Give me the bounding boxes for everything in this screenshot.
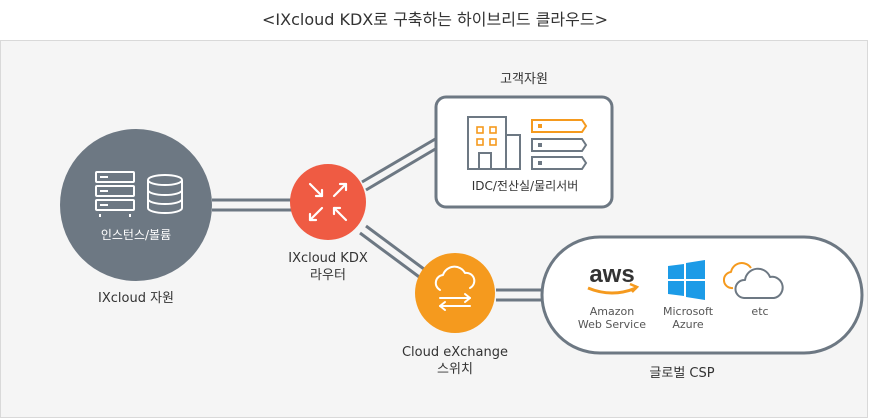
connection-router-customer bbox=[361, 136, 438, 192]
database-icon bbox=[147, 174, 183, 214]
router-node bbox=[290, 164, 366, 240]
exchange-caption-line2: 스위치 bbox=[437, 362, 473, 377]
server-icon bbox=[95, 171, 135, 217]
router-caption-line2: 라우터 bbox=[310, 268, 346, 283]
customer-heading: 고객자원 bbox=[500, 72, 548, 87]
building-window-icons bbox=[476, 126, 497, 146]
svg-text:aws: aws bbox=[589, 261, 634, 288]
csp-provider-azure-line1: Microsoft bbox=[662, 305, 714, 318]
exchange-caption-line1: Cloud eXchange bbox=[401, 345, 508, 360]
server-stack-icon bbox=[531, 119, 588, 170]
router-caption-line1: IXcloud KDX bbox=[288, 251, 368, 266]
ixcloud-resource-node bbox=[60, 129, 212, 281]
connection-router-exchange bbox=[359, 224, 433, 284]
csp-provider-azure-line2: Azure bbox=[672, 318, 704, 331]
aws-logo-icon: aws bbox=[587, 261, 640, 295]
cloud-icon bbox=[722, 262, 784, 299]
windows-logo-icon bbox=[668, 260, 705, 300]
building-icon bbox=[467, 116, 521, 170]
ixcloud-inner-label: 인스턴스/볼륨 bbox=[100, 228, 172, 242]
connection-ixcloud-router bbox=[212, 198, 295, 212]
connection-exchange-csp bbox=[496, 288, 545, 302]
ixcloud-caption: IXcloud 자원 bbox=[98, 291, 174, 306]
page-title: <IXcloud KDX로 구축하는 하이브리드 클라우드> bbox=[261, 10, 609, 29]
cloud-exchange-node bbox=[415, 253, 495, 333]
router-arrows-icon bbox=[308, 182, 348, 222]
csp-provider-aws-line2: Web Service bbox=[577, 318, 647, 331]
customer-resource-box bbox=[434, 95, 614, 209]
csp-provider-aws-line1: Amazon bbox=[589, 305, 635, 318]
csp-container: aws bbox=[540, 235, 864, 355]
csp-provider-etc-label: etc bbox=[751, 305, 769, 318]
cloud-exchange-icon bbox=[434, 265, 476, 311]
customer-inner-label: IDC/전산실/물리서버 bbox=[471, 179, 579, 193]
csp-caption: 글로벌 CSP bbox=[649, 366, 715, 381]
